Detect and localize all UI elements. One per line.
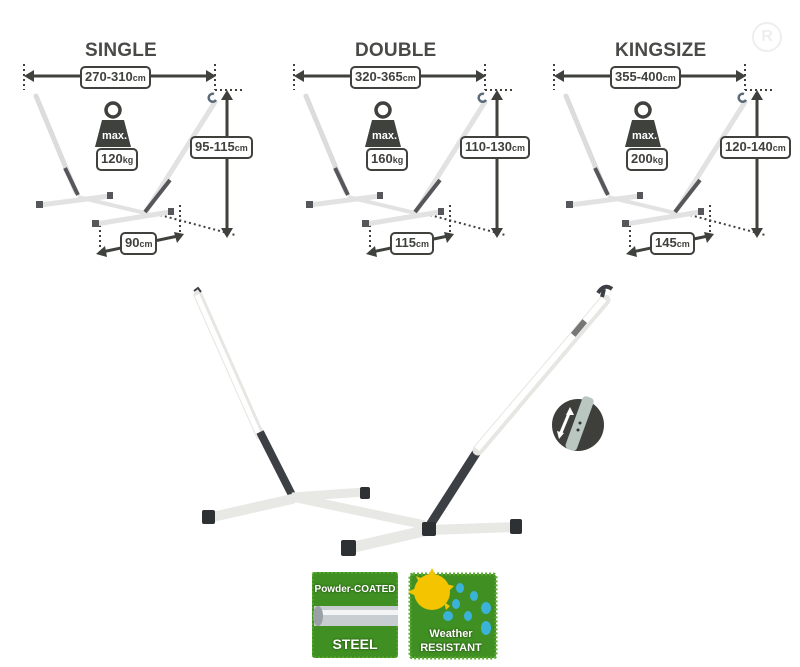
variant-double: DOUBLE: [280, 40, 531, 257]
frame-sketch: [33, 92, 218, 227]
width-value: 90cm: [120, 232, 158, 255]
variant-title: KINGSIZE: [615, 40, 707, 61]
variant-single: SINGLE: [10, 40, 260, 257]
foot-cap: [510, 519, 522, 534]
height-arrow: [751, 90, 763, 238]
badge-weather-top: Weather: [429, 628, 473, 640]
sun-rain-icon: [408, 568, 498, 660]
badge-weather-resistant: Weather RESISTANT: [408, 568, 498, 660]
logo-watermark-icon: R: [752, 22, 782, 52]
variant-title: DOUBLE: [355, 40, 437, 61]
foot-cap: [202, 510, 215, 524]
variant-kingsize: KINGSIZE: [540, 40, 791, 257]
weight-icon: [365, 101, 401, 147]
length-value: 355-400cm: [610, 66, 681, 89]
height-arrow: [221, 90, 233, 238]
max-label: max.: [632, 130, 658, 142]
height-value: 95-115cm: [190, 136, 253, 159]
badge-steel-top: Powder-COATED: [314, 584, 396, 595]
frame-sketch: [563, 92, 748, 227]
height-value: 110-130cm: [460, 136, 531, 159]
weight-icon: [95, 101, 131, 147]
length-value: 270-310cm: [80, 66, 151, 89]
width-value: 115cm: [390, 232, 434, 255]
max-load-value: 120kg: [96, 148, 139, 171]
hammock-stand-image: [193, 284, 614, 556]
weight-icon: [625, 101, 661, 147]
hook: [596, 284, 614, 298]
width-value: 145cm: [650, 232, 695, 255]
badge-steel-bottom: STEEL: [332, 636, 378, 652]
steel-tube-icon: [312, 572, 398, 658]
max-load-value: 160kg: [366, 148, 409, 171]
length-value: 320-365cm: [350, 66, 421, 89]
height-adjust-icon: [552, 396, 604, 451]
variant-title: SINGLE: [85, 40, 157, 61]
foot-cap: [341, 540, 356, 556]
max-label: max.: [372, 130, 398, 142]
max-label: max.: [102, 130, 128, 142]
brand-label: [570, 319, 588, 337]
badge-powder-coated-steel: Powder-COATED STEEL: [312, 572, 398, 658]
height-arrow: [491, 90, 503, 238]
badge-weather-bottom: RESISTANT: [420, 642, 482, 654]
max-load-value: 200kg: [626, 148, 669, 171]
height-value: 120-140cm: [720, 136, 791, 159]
frame-sketch: [303, 92, 488, 227]
foot-cap: [360, 487, 370, 499]
